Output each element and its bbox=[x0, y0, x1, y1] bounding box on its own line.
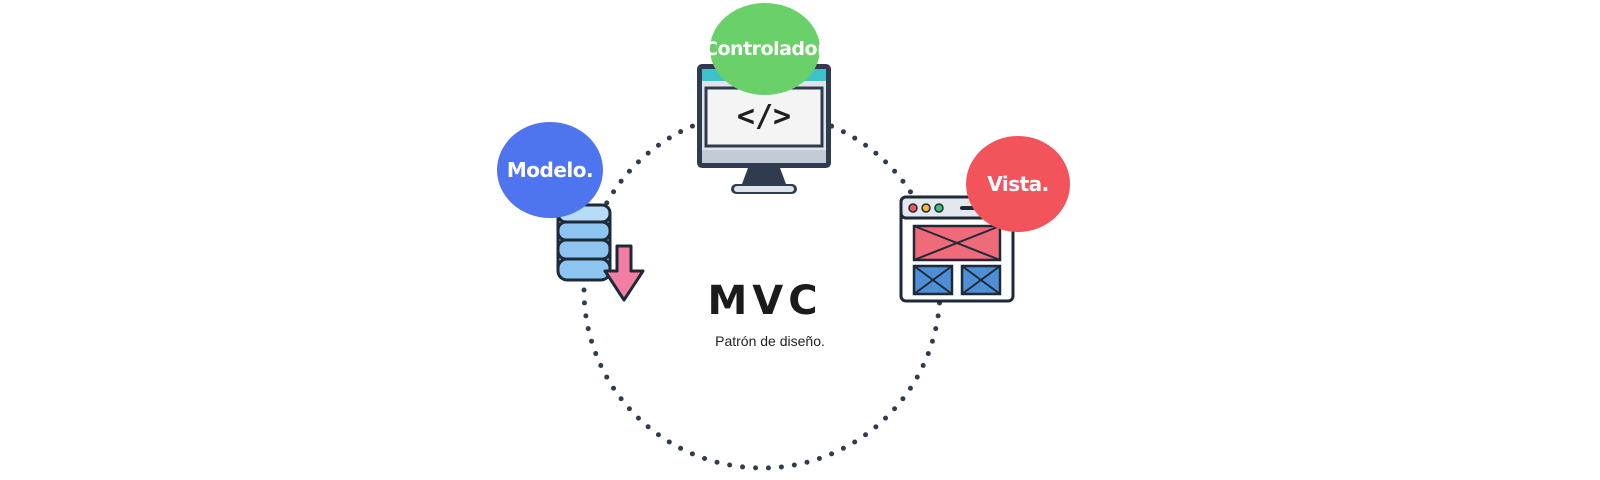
controlador-bubble: Controlador bbox=[704, 3, 826, 95]
code-glyph: </> bbox=[737, 99, 791, 134]
diagram-subtitle: Patrón de diseño. bbox=[715, 333, 825, 349]
modelo-label: Modelo. bbox=[506, 158, 594, 182]
diagram-title: MVC bbox=[707, 278, 823, 324]
monitor-code-icon: </> bbox=[697, 64, 831, 194]
modelo-bubble: Modelo. bbox=[497, 122, 603, 218]
database-icon bbox=[556, 203, 612, 282]
controlador-label: Controlador bbox=[704, 38, 826, 60]
vista-bubble: Vista. bbox=[966, 136, 1070, 232]
vista-label: Vista. bbox=[987, 172, 1049, 196]
arrow-down-icon bbox=[603, 244, 645, 302]
